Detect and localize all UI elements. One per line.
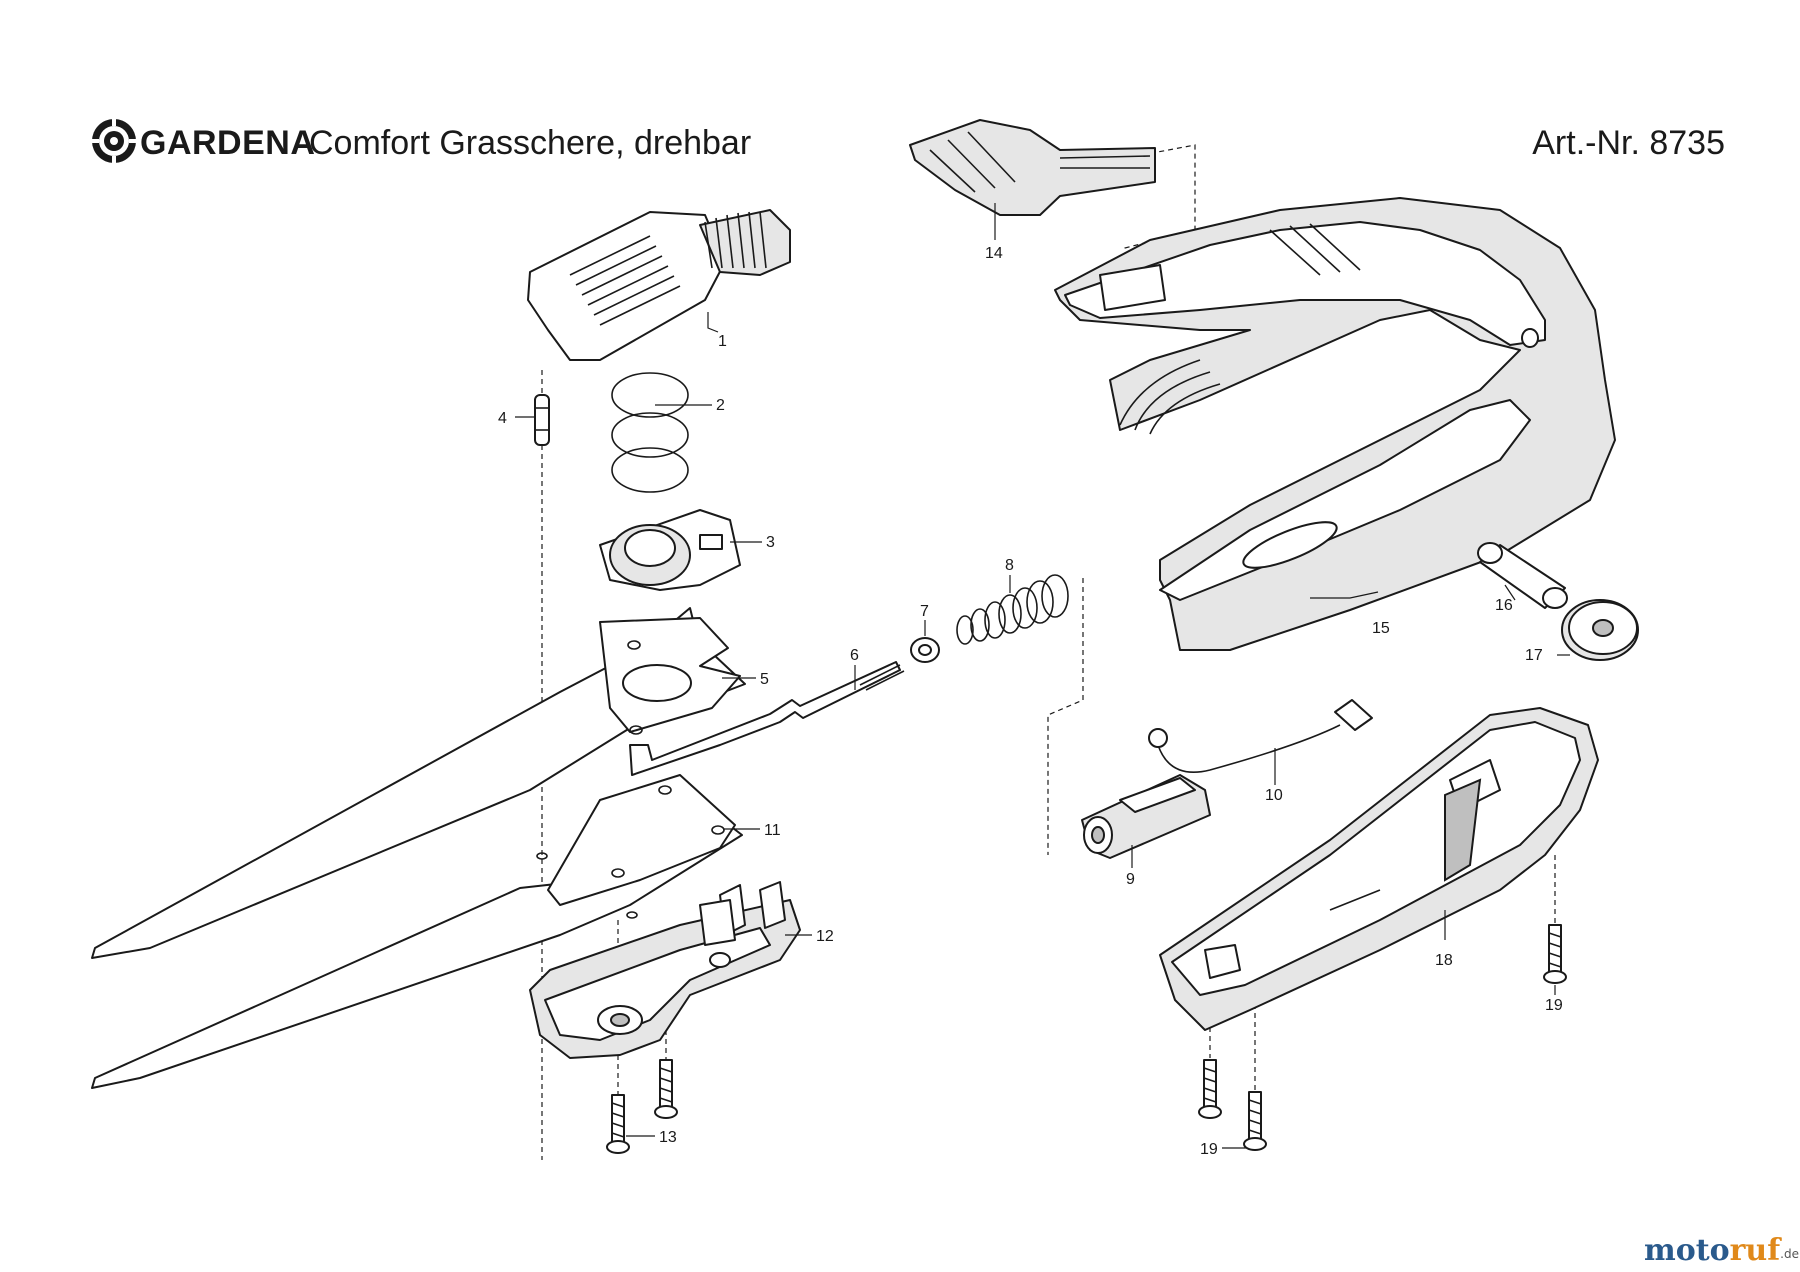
part-2-spring (611, 372, 689, 493)
callout-5: 5 (760, 671, 769, 688)
part-5-blade-plate (599, 617, 741, 735)
watermark-logo: motoruf.de (1644, 1233, 1799, 1268)
part-19-screw-bottom-right (1243, 1091, 1267, 1151)
part-9-lock-block (1081, 774, 1211, 859)
product-title: Comfort Grasschere, drehbar (309, 124, 751, 162)
callout-14: 14 (985, 245, 1003, 262)
part-6-rod (629, 661, 905, 776)
article-number: Art.-Nr. 8735 (1532, 124, 1725, 162)
part-19-screw-bottom-left (1198, 1059, 1222, 1119)
part-14-release-clip (909, 119, 1156, 216)
part-11-lower-plate (547, 774, 736, 906)
part-4-pin (534, 394, 550, 446)
callout-7: 7 (920, 603, 929, 620)
watermark-part-2: ruf (1730, 1233, 1783, 1268)
callout-12: 12 (816, 928, 834, 945)
part-7-washer (910, 637, 940, 663)
watermark-part-1: moto (1644, 1233, 1730, 1268)
callout-18: 18 (1435, 952, 1453, 969)
part-10-cord (1148, 699, 1373, 774)
callout-11: 11 (764, 822, 781, 839)
part-13-screw-lower (606, 1094, 630, 1154)
part-13-screw-upper (654, 1059, 678, 1119)
callout-13: 13 (659, 1129, 677, 1146)
callout-8: 8 (1005, 557, 1014, 574)
callout-19-right: 19 (1545, 997, 1563, 1014)
callout-leaders (515, 203, 1570, 1149)
callout-4: 4 (498, 410, 507, 427)
callout-10: 10 (1265, 787, 1283, 804)
callout-2: 2 (716, 397, 725, 414)
callout-6: 6 (850, 647, 859, 664)
part-18-bottom-cover (1159, 707, 1599, 1031)
callout-1: 1 (718, 333, 727, 350)
part-12-pivot-base (529, 881, 801, 1059)
part-17-wheel (1561, 599, 1639, 661)
callout-3: 3 (766, 534, 775, 551)
watermark-suffix: .de (1780, 1247, 1799, 1261)
part-1-knob (527, 209, 791, 361)
brand-wordmark: GARDENA (140, 124, 315, 162)
gardena-flower-icon (91, 118, 137, 164)
callout-19-bottom: 19 (1200, 1141, 1218, 1158)
part-3-bushing (599, 509, 741, 591)
callout-15: 15 (1372, 620, 1390, 637)
part-19-screw-right (1543, 924, 1567, 984)
callout-16: 16 (1495, 597, 1513, 614)
part-8-coil-spring (956, 574, 1069, 645)
callout-labels: 1 2 3 4 5 6 7 8 9 10 11 12 13 14 15 16 1… (498, 245, 1563, 1158)
callout-17: 17 (1525, 647, 1543, 664)
part-16-axle-pin (1477, 542, 1568, 609)
part-15-handle-housing (1054, 197, 1616, 651)
callout-9: 9 (1126, 871, 1135, 888)
